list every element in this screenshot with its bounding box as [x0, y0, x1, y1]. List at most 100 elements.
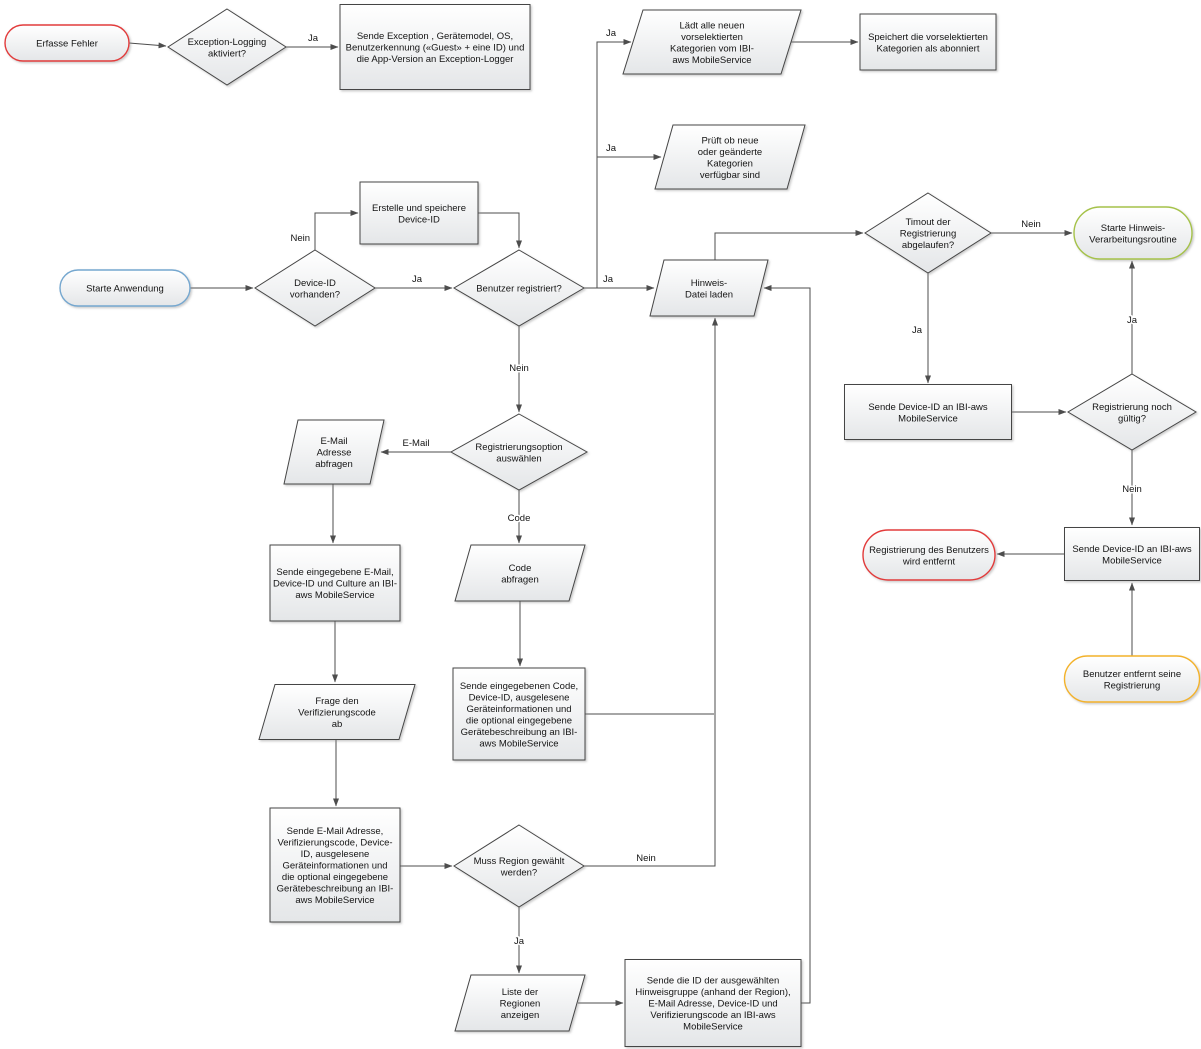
- edge-hinweis-timout: [714, 230, 864, 260]
- edge-label-registriert-option: Nein: [509, 363, 529, 374]
- node-starte-anwendung: Starte Anwendung: [59, 269, 191, 307]
- edge-exception-sende: Ja: [286, 33, 339, 50]
- edge-erstelle-registriert: [478, 212, 522, 249]
- edge-label-registriert-hinweis: Ja: [603, 274, 614, 285]
- edge-fehler-exception: [128, 42, 167, 49]
- device-id-vorhanden-shape: [254, 249, 376, 327]
- edge-region-liste: Ja: [512, 907, 526, 974]
- benutzer-registriert-label: Benutzer registriert?: [476, 284, 562, 295]
- edge-label-gueltig-routine: Ja: [1127, 315, 1138, 326]
- edge-label-option-code: Code: [508, 513, 531, 524]
- sende-email-verifizierung-label: Sende E-Mail Adresse,Verifizierungscode,…: [277, 826, 394, 906]
- edge-registriert-option: Nein: [508, 326, 530, 413]
- edge-label-exception-sende: Ja: [308, 33, 319, 44]
- edge-registriert-laedt: Ja: [596, 28, 632, 288]
- erfasse-fehler-shape: [4, 24, 130, 62]
- edge-label-registriert-prueft: Ja: [606, 143, 617, 154]
- node-sende-email-verifizierung: Sende E-Mail Adresse,Verifizierungscode,…: [269, 807, 401, 923]
- node-sende-code: Sende eingegebenen Code,Device-ID, ausge…: [452, 667, 586, 761]
- node-starte-hinweisroutine: Starte Hinweis-Verarbeitungsroutine: [1073, 206, 1193, 260]
- timout-registrierung-shape: [864, 192, 992, 274]
- laedt-kategorien-shape: [622, 9, 802, 75]
- benutzer-registriert-shape: [453, 249, 585, 327]
- edge-label-timout-routine: Nein: [1021, 219, 1041, 230]
- erstelle-device-id-shape: [359, 181, 479, 245]
- edge-timout-sende1: Ja: [912, 273, 931, 384]
- edge-registriert-prueft: Ja: [597, 143, 662, 160]
- edge-registriert-hinweis: Ja: [584, 274, 655, 291]
- hinweis-datei-laden-shape: [649, 259, 769, 317]
- edge-label-timout-sende1: Ja: [912, 325, 923, 336]
- registrierung-noch-gueltig-shape: [1067, 373, 1197, 451]
- frage-verifizierungscode-shape: [258, 684, 416, 740]
- edge-label-region-liste: Ja: [514, 936, 525, 947]
- node-hinweis-datei-laden: Hinweis-Datei laden: [649, 259, 769, 317]
- benutzer-entfernt-registrierung-shape: [1063, 655, 1201, 703]
- erfasse-fehler-label: Erfasse Fehler: [36, 39, 98, 50]
- registrierung-wird-entfernt-shape: [862, 529, 996, 581]
- sende-email-culture-label: Sende eingegebene E-Mail,Device-ID und C…: [273, 567, 397, 601]
- edge-label-gueltig-sende2: Nein: [1122, 484, 1142, 495]
- prueft-kategorien-shape: [654, 124, 806, 190]
- edge-option-code: Code: [506, 490, 532, 544]
- sende-exception-label: Sende Exception , Gerätemodel, OS,Benutz…: [346, 31, 525, 65]
- sende-email-culture-shape: [269, 544, 401, 622]
- edge-label-deviceid-registriert: Ja: [412, 274, 423, 285]
- sende-exception-shape: [339, 4, 531, 90]
- edge-timout-routine: Nein: [991, 219, 1073, 236]
- email-adresse-abfragen-shape: [283, 419, 385, 485]
- code-abfragen-shape: [454, 544, 586, 602]
- registrierungsoption-auswaehlen-shape: [449, 413, 589, 491]
- sende-device-id-1-shape: [844, 384, 1012, 440]
- sende-email-verifizierung-shape: [269, 807, 401, 923]
- edge-gueltig-sende2: Nein: [1121, 450, 1143, 526]
- starte-anwendung-label: Starte Anwendung: [86, 284, 164, 295]
- node-sende-email-culture: Sende eingegebene E-Mail,Device-ID und C…: [269, 544, 401, 622]
- edge-deviceid-erstelle: Nein: [290, 210, 359, 250]
- edge-label-region-hinweis: Nein: [636, 853, 656, 864]
- edge-region-hinweis: Nein: [584, 317, 718, 867]
- edge-label-deviceid-erstelle: Nein: [290, 233, 310, 244]
- starte-hinweisroutine-shape: [1073, 206, 1193, 260]
- node-erfasse-fehler: Erfasse Fehler: [4, 24, 130, 62]
- starte-hinweisroutine-label: Starte Hinweis-Verarbeitungsroutine: [1089, 223, 1177, 246]
- exception-logging-aktiviert-shape: [167, 8, 287, 86]
- edge-label-registriert-laedt: Ja: [606, 28, 617, 39]
- edge-gueltig-routine: Ja: [1125, 260, 1139, 374]
- sende-hinweisgruppe-shape: [624, 959, 802, 1047]
